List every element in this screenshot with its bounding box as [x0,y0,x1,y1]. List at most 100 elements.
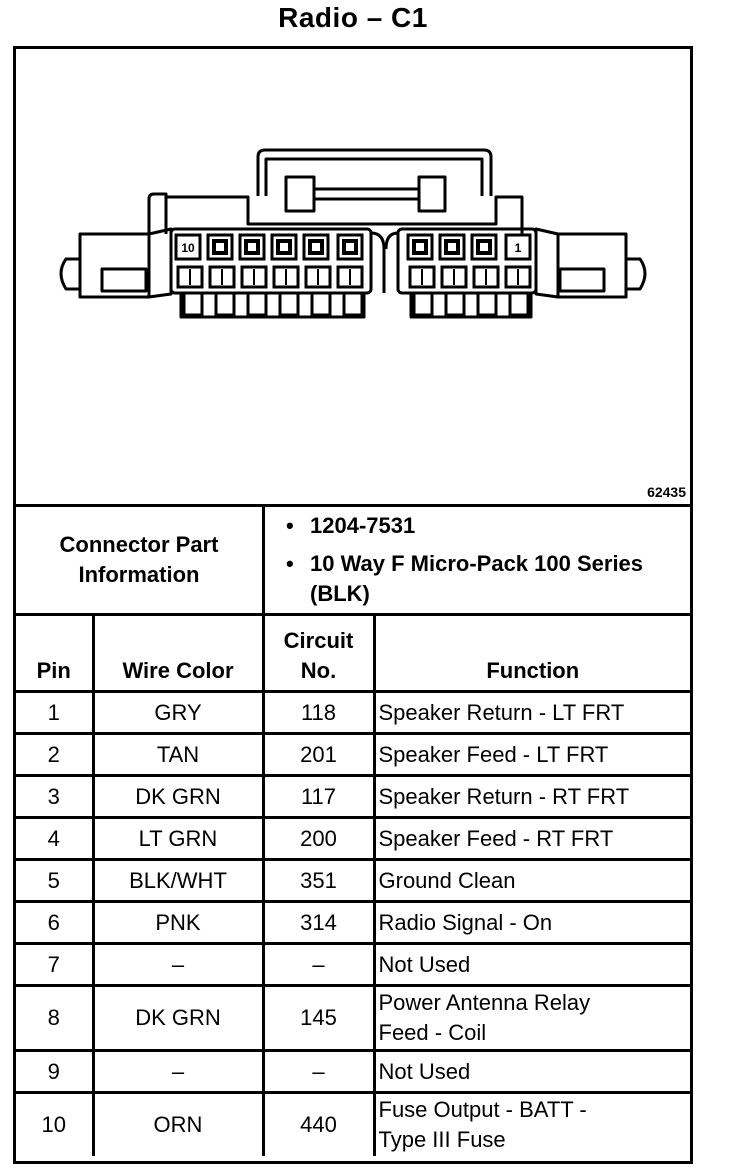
housing-top [166,195,524,234]
cell-circuit: 200 [261,816,376,861]
latch-tab-right [417,175,447,213]
table-header-row: Pin Wire Color Circuit No. Function [16,616,690,693]
mount-slot-left [100,267,148,293]
housing-left-ear [147,192,168,234]
cell-function: Speaker Feed - RT FRT [372,816,690,861]
pin-label-1: 1 [515,241,522,255]
cell-circuit: 314 [261,900,376,945]
cavity-5 [336,233,364,261]
cavity-block-left [169,227,373,295]
cell-function-line1: Power Antenna Relay [378,990,591,1015]
latch-tab-left [284,175,316,213]
cell-circuit: 117 [261,774,376,819]
header-circuit: Circuit No. [261,616,376,693]
cell-pin: 6 [16,900,95,945]
header-circuit-line2: No. [300,658,337,683]
cell-function: Speaker Return - LT FRT [372,690,690,735]
cell-pin: 7 [16,942,95,987]
connector-description: 10 Way F Micro-Pack 100 Series (BLK) [276,549,686,609]
cell-function: Power Antenna Relay Feed - Coil [372,984,690,1052]
connector-info-values: 1204-7531 10 Way F Micro-Pack 100 Series… [276,511,686,617]
cell-function: Radio Signal - On [372,900,690,945]
cell-pin: 5 [16,858,95,903]
connector-drawing: 10 1 62435 [16,49,690,504]
cavity-4 [406,233,434,261]
cell-circuit: – [261,1049,376,1094]
table-row: 3 DK GRN 117 Speaker Return - RT FRT [16,774,690,819]
cell-circuit: 118 [261,690,376,735]
latch-outer [256,148,493,196]
page-title: Radio – C1 [278,2,428,33]
cell-wire-color: – [91,942,265,987]
cell-wire-color: DK GRN [91,984,265,1052]
header-function: Function [372,616,690,693]
cell-function: Not Used [372,1049,690,1094]
cell-function: Speaker Feed - LT FRT [372,732,690,777]
cavity-3 [438,233,466,261]
table-row: 4 LT GRN 200 Speaker Feed - RT FRT [16,816,690,861]
cavity-2 [470,233,498,261]
cell-function: Ground Clean [372,858,690,903]
divider-drawing [16,504,690,507]
cell-wire-color: LT GRN [91,816,265,861]
table-row: 10 ORN 440 Fuse Output - BATT - Type III… [16,1091,690,1156]
cell-circuit: 201 [261,732,376,777]
cell-function-line2: Type III Fuse [378,1127,506,1152]
cell-circuit: 440 [261,1091,376,1156]
cell-function-line2: Feed - Coil [378,1020,487,1045]
table-row: 9 – – Not Used [16,1049,690,1094]
cell-function-line1: Fuse Output - BATT - [378,1097,587,1122]
cell-wire-color: GRY [91,690,265,735]
connector-svg: 10 1 [59,148,647,319]
pin-table: Pin Wire Color Circuit No. Function 1 GR… [16,616,690,1156]
cell-function: Not Used [372,942,690,987]
table-row: 8 DK GRN 145 Power Antenna Relay Feed - … [16,984,690,1052]
cell-pin: 4 [16,816,95,861]
table-row: 7 – – Not Used [16,942,690,987]
terminal-row-left [179,293,366,319]
mount-left [78,232,151,299]
divider-info [262,507,265,616]
table-row: 6 PNK 314 Radio Signal - On [16,900,690,945]
table-row: 5 BLK/WHT 351 Ground Clean [16,858,690,903]
cavity-1 [504,233,532,261]
cell-circuit: 145 [261,984,376,1052]
connector-part-number: 1204-7531 [276,511,686,541]
cell-wire-color: TAN [91,732,265,777]
figure-number: 62435 [647,484,686,500]
cavity-block-right [396,227,538,295]
cell-function: Speaker Return - RT FRT [372,774,690,819]
cavity-10 [174,233,202,261]
mount-slot-right [558,267,606,293]
cell-circuit: 351 [261,858,376,903]
cell-wire-color: ORN [91,1091,265,1156]
latch-inner [264,157,484,196]
header-circuit-line1: Circuit [283,628,354,653]
cell-circuit: – [261,942,376,987]
cell-wire-color: DK GRN [91,774,265,819]
pin-label-10: 10 [181,241,195,255]
table-row: 2 TAN 201 Speaker Feed - LT FRT [16,732,690,777]
cavity-7 [270,233,298,261]
cavity-6 [302,233,330,261]
divider-table [16,613,690,616]
cell-function: Fuse Output - BATT - Type III Fuse [372,1091,690,1156]
header-wire-color: Wire Color [91,616,265,693]
cell-wire-color: BLK/WHT [91,858,265,903]
connector-sheet: 10 1 62435 Connector Part Information 12… [13,46,693,1164]
table-row: 1 GRY 118 Speaker Return - LT FRT [16,690,690,735]
cell-pin: 3 [16,774,95,819]
cavity-8 [238,233,266,261]
mount-pin-right [624,257,647,291]
connector-info-label-line1: Connector Part [59,532,219,557]
mount-right [556,232,628,299]
terminal-row-right [409,293,533,319]
cell-pin: 2 [16,732,95,777]
cell-pin: 10 [16,1091,95,1156]
cell-pin: 8 [16,984,95,1052]
cell-pin: 9 [16,1049,95,1094]
header-pin: Pin [16,616,95,693]
cell-wire-color: PNK [91,900,265,945]
connector-info-label: Connector Part Information [16,507,262,613]
connector-info-label-line2: Information [78,562,200,587]
